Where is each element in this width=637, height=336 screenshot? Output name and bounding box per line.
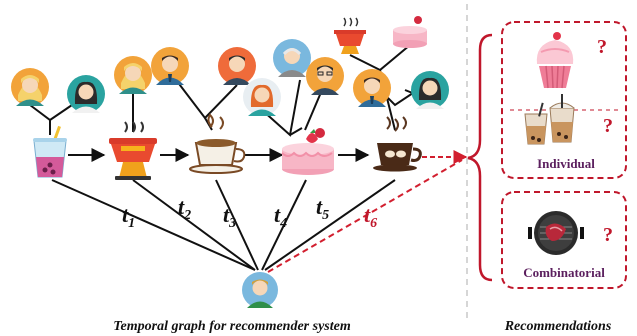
time-label-t1: t1 [122, 202, 135, 231]
coffee-beans-cup-icon [373, 116, 422, 172]
avatar-target-user-icon [242, 272, 278, 308]
time-label-t3: t3 [223, 202, 236, 231]
avatar-man-icon [353, 69, 391, 107]
predicted-edges [267, 150, 468, 273]
brace-bracket [467, 33, 493, 282]
avatar-woman-dark-icon [411, 71, 449, 109]
avatar-woman-icon [11, 68, 49, 106]
hotpot-small-icon [334, 17, 366, 54]
time-labels: t1 t2 t3 t4 t5 t6 [122, 194, 377, 231]
cake-small-icon [393, 16, 427, 48]
bubble-tea-icon [33, 125, 67, 178]
grill-icon [528, 211, 584, 255]
combinatorial-label: Combinatorial [523, 265, 605, 280]
edge-t4 [261, 179, 307, 271]
question-mark: ? [603, 115, 613, 137]
edge-users-to-cake-b [304, 89, 323, 131]
edge-t3 [215, 179, 259, 271]
time-label-t5: t5 [316, 194, 329, 223]
question-mark: ? [597, 36, 607, 58]
time-label-t6: t6 [364, 202, 377, 231]
cupcake-icon [536, 32, 574, 89]
edge-users-to-tea [29, 104, 73, 122]
edge-top-group [349, 44, 411, 72]
avatar-glasses-man-icon [305, 56, 345, 96]
individual-label: Individual [537, 156, 595, 171]
question-mark: ? [603, 224, 613, 246]
edge-cake-link [289, 127, 303, 136]
strawberry-cake-icon [281, 128, 334, 175]
bubble-tea-pair-icon [524, 94, 575, 145]
edge-t1 [51, 179, 256, 271]
coffee-cup-icon [189, 113, 246, 174]
caption-recommendations: Recommendations [504, 319, 612, 334]
caption-temporal-graph: Temporal graph for recommender system [113, 319, 351, 334]
avatar-man-icon [151, 47, 189, 85]
avatar-old-man-icon [271, 37, 313, 79]
avatar-redhead-woman-icon [243, 78, 281, 116]
edge-t2 [132, 179, 256, 271]
individual-recommendation-box: ? ? Individual [501, 21, 627, 179]
avatar-woman-dark-icon [67, 75, 105, 113]
time-label-t4: t4 [274, 202, 287, 231]
time-label-t2: t2 [178, 194, 191, 223]
avatar-woman-icon [114, 56, 152, 94]
edge-t6-prediction [267, 159, 463, 273]
combinatorial-recommendation-box: ? Combinatorial [501, 191, 627, 289]
avatar-orange-man-icon [218, 47, 256, 85]
hotpot-icon [109, 121, 157, 180]
edge-t5 [264, 179, 396, 271]
